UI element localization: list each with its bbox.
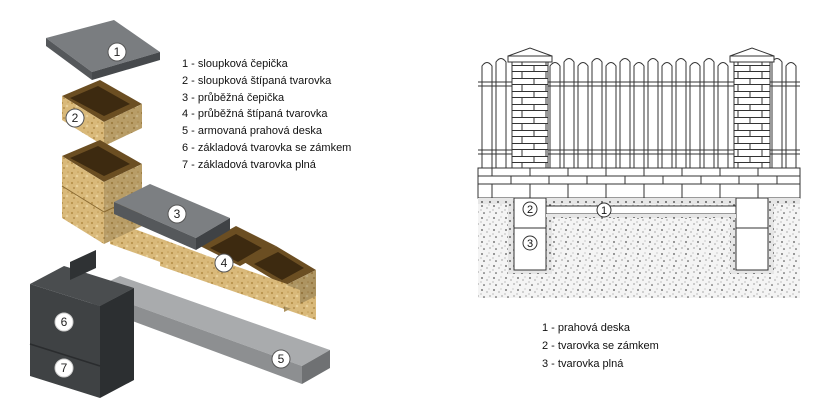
column-base-part: [61, 140, 143, 244]
legend-item: 6 - základová tvarovka se zámkem: [182, 141, 352, 154]
plinth-board-part: [92, 276, 330, 384]
left-legend: 1 - sloupková čepička 2 - sloupková štíp…: [182, 56, 351, 174]
column-cap-part: [46, 20, 160, 80]
legend-item: 5 - armovaná prahová deska: [182, 125, 323, 138]
svg-text:5: 5: [278, 352, 285, 366]
svg-text:7: 7: [61, 361, 68, 375]
right-legend: 1 - prahová deska 2 - tvarovka se zámkem…: [542, 319, 659, 373]
brick-column-left: [507, 47, 553, 169]
svg-text:2: 2: [72, 111, 79, 125]
callout-1: 1: [107, 42, 127, 62]
callout-2: 2: [65, 108, 85, 128]
legend-item: 4 - průběžná štípaná tvarovka: [182, 108, 328, 121]
svg-text:1: 1: [114, 45, 121, 59]
callout-7: 7: [54, 358, 74, 378]
legend-item: 1 - sloupková čepička: [182, 58, 288, 70]
callout-3: 3: [167, 204, 187, 224]
wall-blocks-part: [110, 220, 316, 320]
svg-text:3: 3: [174, 207, 181, 221]
svg-text:4: 4: [221, 256, 228, 270]
plinth-wall: [477, 167, 801, 199]
section-callout-2: 2: [522, 201, 538, 217]
legend-item: 7 - základová tvarovka plná: [182, 158, 316, 171]
svg-text:2: 2: [527, 204, 533, 216]
legend-item: 2 - sloupková štípaná tvarovka: [182, 74, 332, 87]
svg-text:6: 6: [61, 315, 68, 329]
section-callout-3: 3: [522, 235, 538, 251]
legend-item: 2 - tvarovka se zámkem: [542, 340, 659, 352]
section-callout-1: 1: [596, 202, 612, 218]
callout-6: 6: [54, 312, 74, 332]
foundation-blocks-part: [29, 250, 134, 398]
legend-item: 3 - tvarovka plná: [542, 358, 624, 370]
legend-item: 1 - prahová deska: [542, 322, 631, 334]
callout-4: 4: [214, 253, 234, 273]
legend-item: 3 - průběžná čepička: [182, 91, 285, 104]
svg-text:3: 3: [527, 238, 533, 250]
svg-text:1: 1: [601, 205, 607, 217]
callout-5: 5: [271, 349, 291, 369]
brick-column-right: [729, 47, 775, 169]
